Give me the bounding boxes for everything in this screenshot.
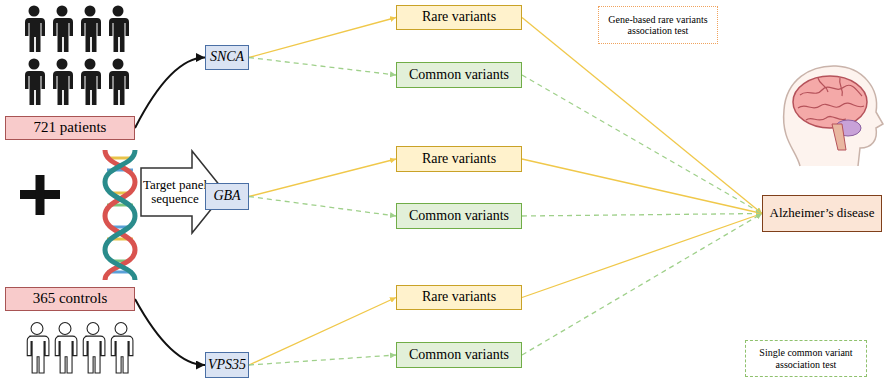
group-box: 721 patients: [5, 116, 135, 140]
brain-icon: [784, 66, 883, 166]
node-label: VPS35: [208, 357, 246, 373]
plus-sign: [20, 175, 60, 215]
flow-arrow: [135, 58, 205, 129]
association-line: [249, 355, 396, 365]
control-icons: [27, 323, 133, 373]
variant-box: Common variants: [396, 62, 522, 88]
node-label: Gene-based rare variants association tes…: [603, 14, 713, 37]
node-label: 365 controls: [33, 290, 108, 307]
node-label: Alzheimer’s disease: [770, 206, 875, 221]
node-label: 721 patients: [34, 119, 107, 136]
node-label: Target panel sequence: [142, 178, 208, 207]
outcome-box: Alzheimer’s disease: [762, 195, 882, 232]
group-box: 365 controls: [5, 287, 135, 311]
association-line: [522, 214, 762, 356]
variant-box: Rare variants: [396, 5, 522, 30]
association-line: [522, 75, 762, 214]
association-line: [249, 58, 396, 76]
association-line: [522, 214, 762, 217]
method-note: Gene-based rare variants association tes…: [598, 6, 718, 44]
association-line: [522, 159, 762, 214]
association-line: [249, 18, 396, 58]
node-label: GBA: [213, 188, 240, 204]
gene-box: VPS35: [205, 352, 249, 378]
variant-box: Rare variants: [396, 146, 522, 172]
node-label: Rare variants: [422, 289, 496, 305]
association-line: [249, 159, 396, 197]
variant-box: Common variants: [396, 342, 522, 368]
association-line: [249, 197, 396, 217]
node-label: Common variants: [409, 67, 509, 83]
variant-box: Rare variants: [396, 285, 522, 310]
association-line: [522, 18, 762, 214]
node-label: SNCA: [210, 49, 244, 65]
node-label: Rare variants: [422, 151, 496, 167]
gene-box: GBA: [205, 183, 249, 210]
patient-icons: [25, 6, 129, 106]
node-label: Common variants: [409, 347, 509, 363]
method-note: Single common variant association test: [745, 340, 867, 377]
node-label: Common variants: [409, 208, 509, 224]
association-line: [249, 298, 396, 366]
gene-box: SNCA: [205, 45, 249, 70]
node-label: Rare variants: [422, 9, 496, 25]
flow-arrow: [135, 299, 205, 365]
dna-helix: [105, 150, 135, 280]
variant-box: Common variants: [396, 203, 522, 229]
node-label: Single common variant association test: [750, 347, 862, 370]
